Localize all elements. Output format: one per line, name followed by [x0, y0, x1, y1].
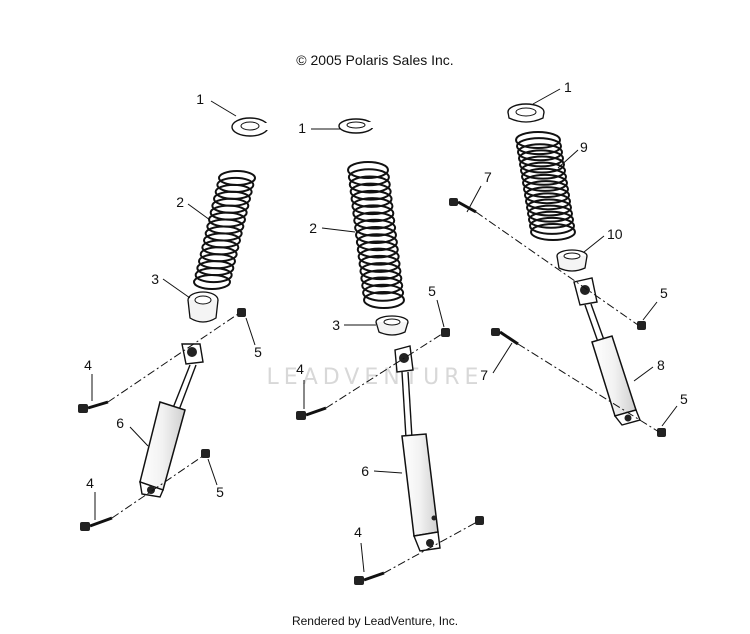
callout-3-left: 3	[151, 271, 159, 287]
callout-4-left-lower: 4	[86, 475, 94, 491]
spring-coil	[351, 197, 394, 216]
spring-coil	[528, 210, 574, 229]
callout-3-center: 3	[332, 317, 340, 333]
spring-coil	[518, 149, 564, 168]
spring-coil	[354, 218, 397, 237]
spring-coil	[526, 198, 572, 217]
spring-coil	[517, 143, 563, 162]
spring-coil	[363, 291, 405, 309]
callout-5-left-upper: 5	[254, 344, 262, 360]
spring-spacer-left	[187, 291, 219, 323]
spring-coil	[520, 161, 566, 180]
callout-9-right: 9	[580, 139, 588, 155]
shock-absorber-center	[394, 345, 441, 552]
bolt-left-upper	[78, 400, 109, 413]
callout-5-right-lower: 5	[680, 391, 688, 407]
spring-coil	[348, 175, 391, 194]
callout-6-left: 6	[116, 415, 124, 431]
spring-coil	[522, 173, 568, 192]
spring-coil	[355, 233, 398, 252]
callout-5-left-lower: 5	[216, 484, 224, 500]
bolt-center-upper	[296, 406, 327, 420]
spring-coil	[523, 180, 569, 199]
callout-4-left-upper: 4	[84, 357, 92, 373]
copyright-text: © 2005 Polaris Sales Inc.	[296, 52, 454, 68]
spring-coil	[361, 276, 404, 295]
callout-4-center-lower: 4	[354, 524, 362, 540]
spring-coil	[519, 155, 565, 174]
spring-coil	[529, 216, 575, 235]
right-shock-assembly: 1 9 10 7 7 5 8 5	[449, 79, 688, 437]
nut-right-upper	[637, 321, 646, 330]
spring-coil	[362, 283, 405, 302]
spring-coil	[352, 204, 395, 223]
spring-retainer-right	[507, 103, 545, 123]
callout-2-center: 2	[309, 220, 317, 236]
spring-coil	[194, 267, 233, 284]
spring-coil	[527, 204, 573, 223]
spring-coil	[357, 247, 400, 266]
callout-7-right-lower: 7	[480, 367, 488, 383]
shock-absorber-right	[573, 277, 641, 426]
spring-coil	[360, 269, 403, 288]
callout-4-center-upper: 4	[296, 361, 304, 377]
callout-5-right-upper: 5	[660, 285, 668, 301]
watermark-text: LEADVENTURE	[267, 365, 484, 390]
callout-1-right: 1	[564, 79, 572, 95]
spring-coil	[350, 189, 393, 208]
coil-spring-left	[193, 170, 256, 290]
callout-8-right: 8	[657, 357, 665, 373]
nut-left-lower	[201, 449, 210, 458]
spring-coil	[516, 137, 562, 156]
spring-coil	[193, 274, 231, 290]
bolt-center-lower	[354, 571, 385, 585]
rendered-by-footer: Rendered by LeadVenture, Inc.	[291, 614, 459, 628]
bolt-right-lower	[491, 328, 519, 346]
spring-spacer-center	[375, 315, 409, 336]
spring-coil	[525, 192, 571, 211]
spring-coil	[359, 262, 402, 281]
spring-retainer-left	[231, 117, 270, 137]
spring-coil	[530, 223, 576, 241]
spring-retainer-center	[338, 118, 375, 134]
nut-center-upper	[441, 328, 450, 337]
spring-coil	[524, 186, 570, 205]
coil-spring-right	[515, 131, 576, 241]
center-shock-assembly: 1 2 3 4 5 6 4	[296, 118, 484, 585]
bolt-left-lower	[80, 516, 113, 531]
shock-absorber-left	[139, 343, 204, 498]
callout-1-left: 1	[196, 91, 204, 107]
spring-coil	[349, 182, 392, 201]
spring-coil	[355, 226, 397, 244]
callout-10-right: 10	[607, 226, 623, 242]
bolt-right-upper	[449, 198, 477, 214]
spring-coil	[347, 168, 390, 187]
nut-center-lower	[475, 516, 484, 525]
spring-coil	[358, 254, 401, 273]
coil-spring-center	[347, 161, 405, 309]
callout-5-center: 5	[428, 283, 436, 299]
spring-coil	[353, 211, 396, 230]
nut-left-upper	[237, 308, 246, 317]
callout-2-left: 2	[176, 194, 184, 210]
callout-6-center: 6	[361, 463, 369, 479]
spring-coil	[521, 167, 567, 186]
left-shock-assembly: 1 2 3 4 5 6 4 5	[78, 91, 270, 531]
spring-coil	[356, 240, 399, 259]
callout-1-center: 1	[298, 120, 306, 136]
callout-7-right-upper: 7	[484, 169, 492, 185]
nut-right-lower	[657, 428, 666, 437]
spring-spacer-right	[556, 249, 588, 272]
